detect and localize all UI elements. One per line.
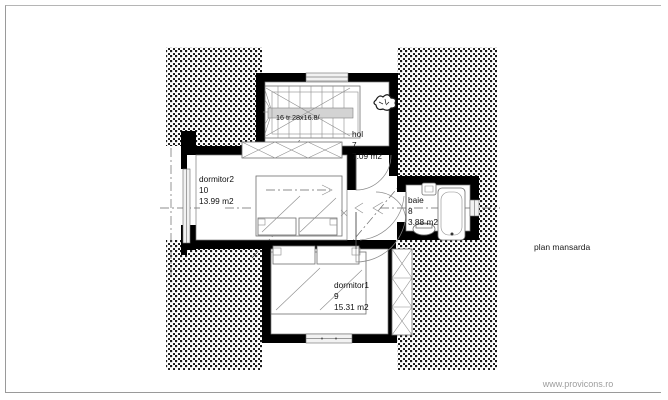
wall-bottom-right (352, 334, 397, 343)
roof-hatch-regions (166, 47, 497, 370)
bed-double-icon-dormitor2 (255, 175, 348, 237)
plant-shrub-icon (373, 94, 397, 111)
roof-hatch-top-right (397, 47, 497, 176)
room-label-dormitor1-number: 9 (334, 291, 339, 301)
room-label-dormitor1-name: dormitor1 (334, 280, 369, 290)
door-swing-dormitor1 (355, 211, 407, 263)
roof-hatch-bottom-left (166, 240, 262, 370)
doors (354, 154, 407, 263)
wall-baie-left (397, 176, 406, 192)
stair-spec-label: 16 tr.28x16.8/ (276, 113, 320, 122)
wall-left-upper (181, 131, 196, 155)
wall-left-jamb-2 (181, 243, 187, 255)
room-label-baie-name: baie (408, 195, 424, 205)
wall-baie-right-bottom (470, 216, 479, 240)
wall-stair-left (256, 73, 265, 146)
bathtub-icon (437, 187, 466, 241)
room-label-dormitor2-name: dormitor2 (199, 174, 234, 184)
wall-dormitor2-hol (347, 155, 356, 190)
plan-caption: plan mansarda (534, 242, 591, 252)
bathroom-fixtures (412, 182, 466, 241)
room-label-hol-area: 7.09 m2 (352, 151, 382, 161)
room-label-hol-number: 7 (352, 140, 357, 150)
room-label-dormitor2-number: 10 (199, 185, 209, 195)
wall-bottom-left (262, 334, 306, 343)
watermark: www.provicons.ro (542, 379, 614, 389)
wall-baie-right-top (470, 176, 479, 200)
door-swing-baie (375, 191, 407, 223)
wall-right-upper (389, 73, 398, 176)
room-label-dormitor1-area: 15.31 m2 (334, 302, 369, 312)
windows (182, 72, 480, 344)
wardrobe-right-icon (391, 248, 413, 336)
wall-dormitor-divider (196, 240, 396, 249)
wall-baie-top (397, 176, 479, 185)
toilet-icon (412, 222, 436, 236)
wall-hol-nib (356, 240, 396, 249)
room-label-hol-name: hol (352, 129, 363, 139)
staircase-icon (263, 85, 361, 139)
bed-double-icon-dormitor1 (270, 245, 367, 315)
wall-dormitor1-left (262, 249, 271, 343)
wall-top (256, 73, 306, 82)
sink-icon (421, 182, 437, 196)
roof-hatch-bottom-right (397, 240, 497, 370)
room-label-baie-area: 3.88 m2 (408, 217, 438, 227)
wardrobe-top-icon (241, 141, 343, 159)
stair-landing (267, 107, 354, 119)
room-label-dormitor2-area: 13.99 m2 (199, 196, 234, 206)
wall-left-jamb (181, 155, 187, 169)
room-labels: hol 7 7.09 m2 dormitor2 10 13.99 m2 baie… (199, 129, 438, 312)
door-swing-dormitor2 (355, 154, 392, 191)
roof-hatch-top-left (166, 47, 262, 146)
room-label-baie-number: 8 (408, 206, 413, 216)
wall-top-2 (348, 73, 398, 82)
